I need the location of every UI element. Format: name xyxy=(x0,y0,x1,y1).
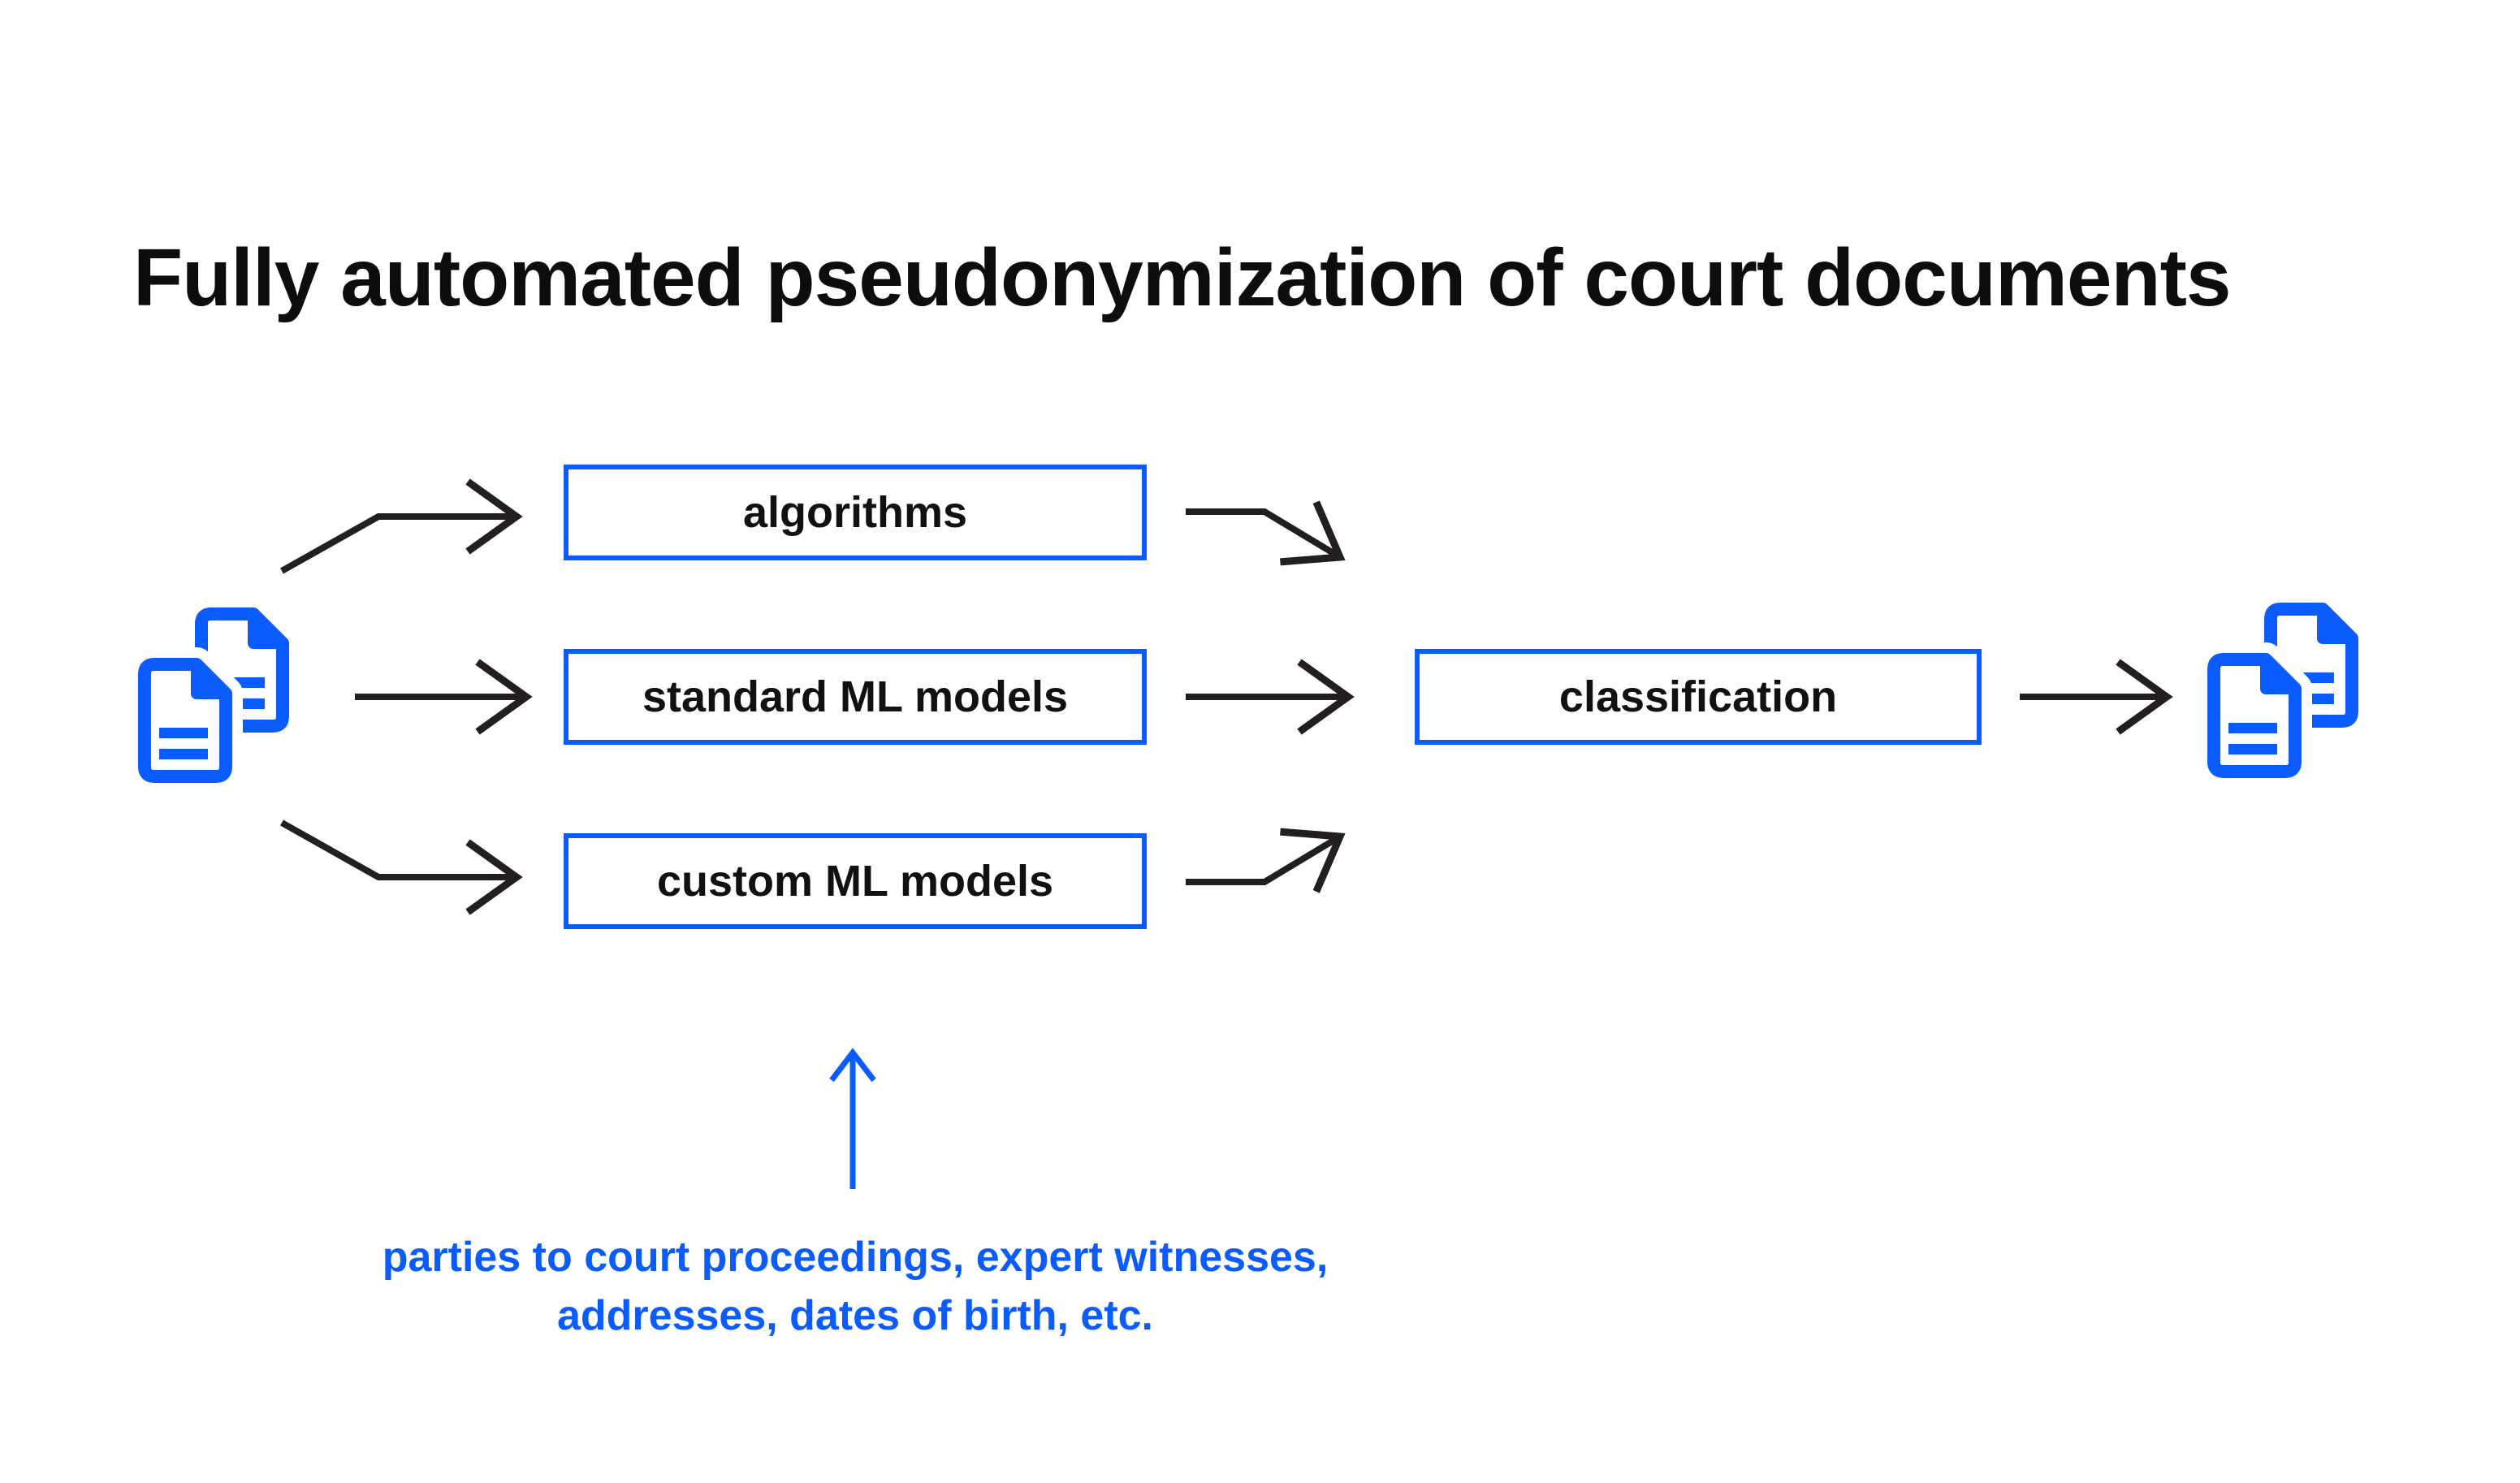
algorithms-box: algorithms xyxy=(564,465,1147,560)
arrow-source-to-algorithms-icon xyxy=(280,478,523,574)
standard-ml-models-box: standard ML models xyxy=(564,649,1147,745)
arrow-source-to-custom-ml-icon xyxy=(280,819,523,915)
custom-ml-models-box-label: custom ML models xyxy=(656,857,1054,906)
output-documents-icon xyxy=(2201,603,2358,783)
front-document-shape xyxy=(2201,642,2312,783)
annotation-text: parties to court proceedings, expert wit… xyxy=(287,1228,1424,1345)
annotation-line-1: parties to court proceedings, expert wit… xyxy=(382,1234,1329,1281)
annotation-line-2: addresses, dates of birth, etc. xyxy=(556,1292,1154,1339)
arrow-algorithms-to-classification-icon xyxy=(1186,500,1346,566)
classification-box: classification xyxy=(1415,649,1982,745)
input-documents-icon xyxy=(132,607,289,788)
algorithms-box-label: algorithms xyxy=(742,488,968,537)
custom-ml-models-box: custom ML models xyxy=(564,833,1147,929)
arrow-custom-ml-to-classification-icon xyxy=(1186,828,1346,893)
front-document-shape xyxy=(132,647,243,788)
page-title: Fully automated pseudonymization of cour… xyxy=(133,232,2231,323)
standard-ml-models-box-label: standard ML models xyxy=(642,672,1069,721)
classification-box-label: classification xyxy=(1558,672,1838,721)
